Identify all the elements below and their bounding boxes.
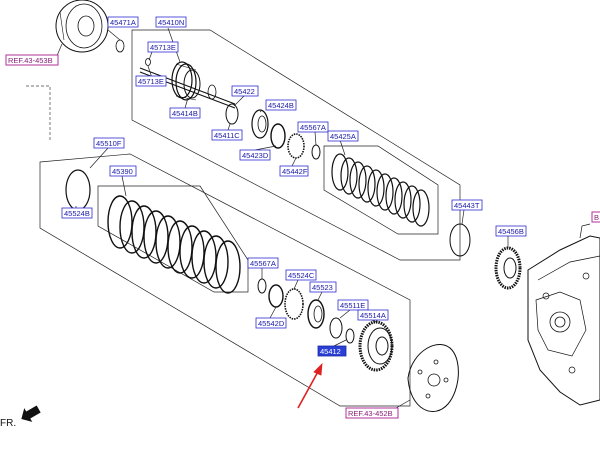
- snap-ring-45524B: [65, 169, 91, 211]
- bearing-45524C: [284, 288, 304, 320]
- label-text: 45410N: [158, 18, 184, 27]
- label-45423D[interactable]: 45423D: [239, 149, 271, 161]
- label-text: 45411C: [214, 131, 240, 140]
- label-text: 45471A: [110, 18, 136, 27]
- label-45524C[interactable]: 45524C: [285, 269, 317, 281]
- label-text: 45523: [312, 283, 333, 292]
- label-45567A-b[interactable]: 45567A: [247, 257, 279, 269]
- label-text: 45510F: [96, 139, 122, 148]
- hub-45523: [307, 299, 325, 329]
- bearing-45424B: [251, 109, 269, 139]
- ref-label-bottom[interactable]: REF.43-452B: [345, 407, 399, 419]
- label-45410N[interactable]: 45410N: [155, 16, 187, 28]
- label-text: 45456B: [498, 227, 524, 236]
- seal-45412: [345, 328, 355, 344]
- snap-ring-45471A: [115, 39, 125, 53]
- snap-ring-45443T: [449, 223, 471, 257]
- label-45514A[interactable]: 45514A: [357, 309, 389, 321]
- seal-45713E: [145, 58, 151, 66]
- label-text: B: [594, 213, 599, 222]
- label-text: 45424B: [268, 101, 294, 110]
- label-text: 45514A: [360, 311, 386, 320]
- cover-plate: [407, 344, 459, 412]
- ref-label-top[interactable]: REF.43-453B: [5, 54, 59, 66]
- gear-45456B: [494, 246, 522, 290]
- clutch-plates-45390: [107, 195, 241, 294]
- label-45412-selected[interactable]: 45412: [317, 345, 347, 357]
- label-edge-b[interactable]: B: [591, 211, 600, 223]
- label-text: 45567A: [250, 259, 276, 268]
- red-pointer-arrow: [297, 362, 323, 409]
- ring-45511E: [329, 317, 343, 339]
- label-text: 45542D: [258, 319, 285, 328]
- label-45471A[interactable]: 45471A: [107, 16, 139, 28]
- label-45442F[interactable]: 45442F: [279, 165, 309, 177]
- label-text: 45414B: [172, 109, 198, 118]
- dashed-guide: [26, 85, 51, 140]
- label-45524B[interactable]: 45524B: [61, 207, 93, 219]
- label-45424B[interactable]: 45424B: [265, 99, 297, 111]
- label-text: 45390: [112, 167, 133, 176]
- label-text: 45524B: [64, 209, 90, 218]
- label-45443T[interactable]: 45443T: [451, 199, 483, 211]
- label-45456B[interactable]: 45456B: [495, 225, 527, 237]
- gear-45514A: [358, 320, 394, 372]
- label-45510F[interactable]: 45510F: [93, 137, 125, 149]
- lower-box: [39, 153, 411, 407]
- label-text: 45422: [234, 87, 255, 96]
- label-45713E-a[interactable]: 45713E: [147, 41, 179, 53]
- label-45414B[interactable]: 45414B: [169, 107, 201, 119]
- label-text: 45524C: [288, 271, 315, 280]
- ring-45422: [225, 103, 239, 125]
- clutch-pack-box-upper: [323, 145, 439, 235]
- label-45567A-a[interactable]: 45567A: [297, 121, 329, 133]
- label-text: 45425A: [330, 132, 356, 141]
- washer-45567A-upper: [311, 144, 321, 160]
- front-direction-marker: FR.: [0, 405, 41, 429]
- bearing-45442F: [287, 133, 305, 159]
- ref-text: REF.43-452B: [348, 409, 393, 418]
- clutch-pack-box-lower: [97, 185, 249, 293]
- label-45425A[interactable]: 45425A: [327, 130, 359, 142]
- label-45713E-b[interactable]: 45713E: [135, 75, 167, 87]
- ref-text: REF.43-453B: [8, 56, 53, 65]
- front-arrow-icon: [21, 405, 41, 422]
- label-45411C[interactable]: 45411C: [211, 129, 243, 141]
- front-label: FR.: [0, 418, 16, 429]
- upper-box: [131, 29, 461, 261]
- label-text: 45511E: [340, 301, 365, 310]
- label-text: 45567A: [300, 123, 326, 132]
- label-text: 45423D: [242, 151, 269, 160]
- label-45422[interactable]: 45422: [231, 85, 259, 97]
- label-text: 45713E: [150, 43, 176, 52]
- drum-top-left: [55, 0, 109, 53]
- label-45390[interactable]: 45390: [109, 165, 137, 177]
- clutch-plates-45425A: [331, 153, 430, 227]
- label-45542D[interactable]: 45542D: [255, 317, 287, 329]
- race-45542D: [268, 284, 284, 308]
- race-45423D: [270, 123, 286, 149]
- label-text: 45412: [320, 347, 341, 356]
- label-text: 45442F: [282, 167, 308, 176]
- leader-lines: [55, 27, 509, 409]
- transmission-case: [527, 223, 600, 406]
- washer-45567A-lower: [257, 278, 267, 294]
- label-text: 45713E: [138, 77, 164, 86]
- label-text: 45443T: [454, 201, 480, 210]
- label-45523[interactable]: 45523: [309, 281, 337, 293]
- label-45511E[interactable]: 45511E: [337, 299, 369, 311]
